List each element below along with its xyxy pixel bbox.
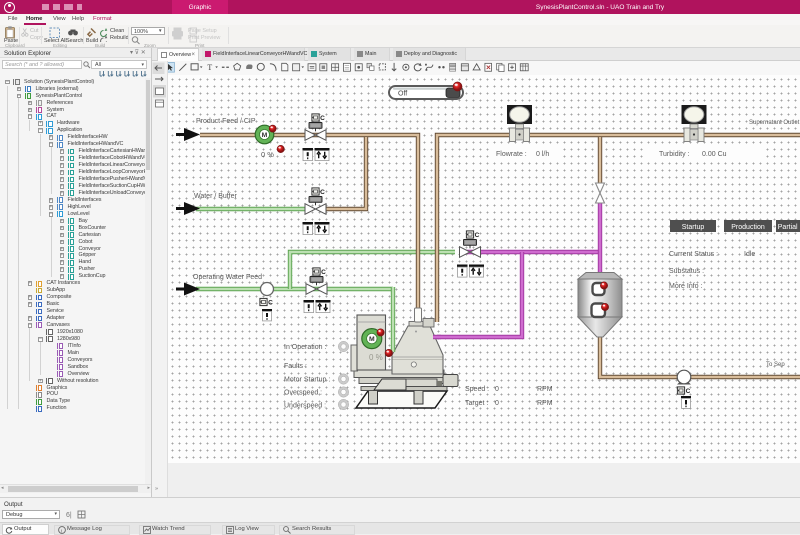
svg-text:Partial E: Partial E	[778, 224, 800, 231]
svg-text:C: C	[475, 232, 480, 239]
svg-text:RPM: RPM	[537, 386, 553, 393]
svg-text:In Operation :: In Operation :	[284, 344, 326, 351]
svg-text:C: C	[320, 115, 325, 122]
svg-text:0: 0	[495, 400, 499, 407]
svg-text:0: 0	[495, 386, 499, 393]
svg-text:Startup: Startup	[682, 224, 705, 231]
svg-text:T: T	[207, 63, 212, 72]
svg-text:0 l/h: 0 l/h	[536, 151, 549, 158]
svg-text:0 %: 0 %	[261, 150, 274, 159]
svg-text:0.00 Cu: 0.00 Cu	[702, 151, 727, 158]
svg-text:Faults :: Faults :	[284, 363, 307, 370]
svg-text:C: C	[320, 189, 325, 196]
svg-text:Operating Water Feed: Operating Water Feed	[193, 274, 262, 281]
svg-text:To Sep: To Sep	[766, 362, 785, 368]
svg-text:C: C	[268, 300, 273, 307]
svg-text:Overspeed :: Overspeed :	[284, 390, 322, 397]
svg-text:M: M	[369, 336, 375, 343]
svg-text:6|: 6|	[66, 512, 72, 519]
svg-text:M: M	[262, 132, 268, 139]
svg-text:Turbidity :: Turbidity :	[659, 151, 690, 158]
svg-text:Flowrate :: Flowrate :	[496, 151, 527, 158]
svg-text:C: C	[321, 269, 326, 276]
svg-text:C: C	[686, 388, 691, 395]
svg-text:Motor Startup :: Motor Startup :	[284, 377, 330, 384]
svg-text:Idle: Idle	[744, 251, 755, 258]
svg-text:Water / Buffer: Water / Buffer	[194, 193, 237, 200]
svg-text:Production: Production	[731, 224, 765, 231]
svg-text:Substatus :: Substatus :	[669, 268, 704, 275]
svg-text:More Info :: More Info :	[669, 283, 703, 290]
svg-text:Off: Off	[398, 91, 407, 98]
svg-text:RPM: RPM	[537, 400, 553, 407]
svg-text:Target :: Target :	[465, 400, 488, 407]
svg-text:Current Status :: Current Status :	[669, 251, 718, 258]
svg-text:Underspeed :: Underspeed :	[284, 403, 326, 410]
svg-text:Product Feed / CIP: Product Feed / CIP	[196, 118, 256, 125]
svg-text:Supernatant Outlet: Supernatant Outlet	[749, 120, 800, 126]
svg-text:0 %: 0 %	[369, 353, 383, 362]
svg-text:i: i	[61, 528, 63, 534]
svg-text:Speed :: Speed :	[465, 386, 489, 393]
